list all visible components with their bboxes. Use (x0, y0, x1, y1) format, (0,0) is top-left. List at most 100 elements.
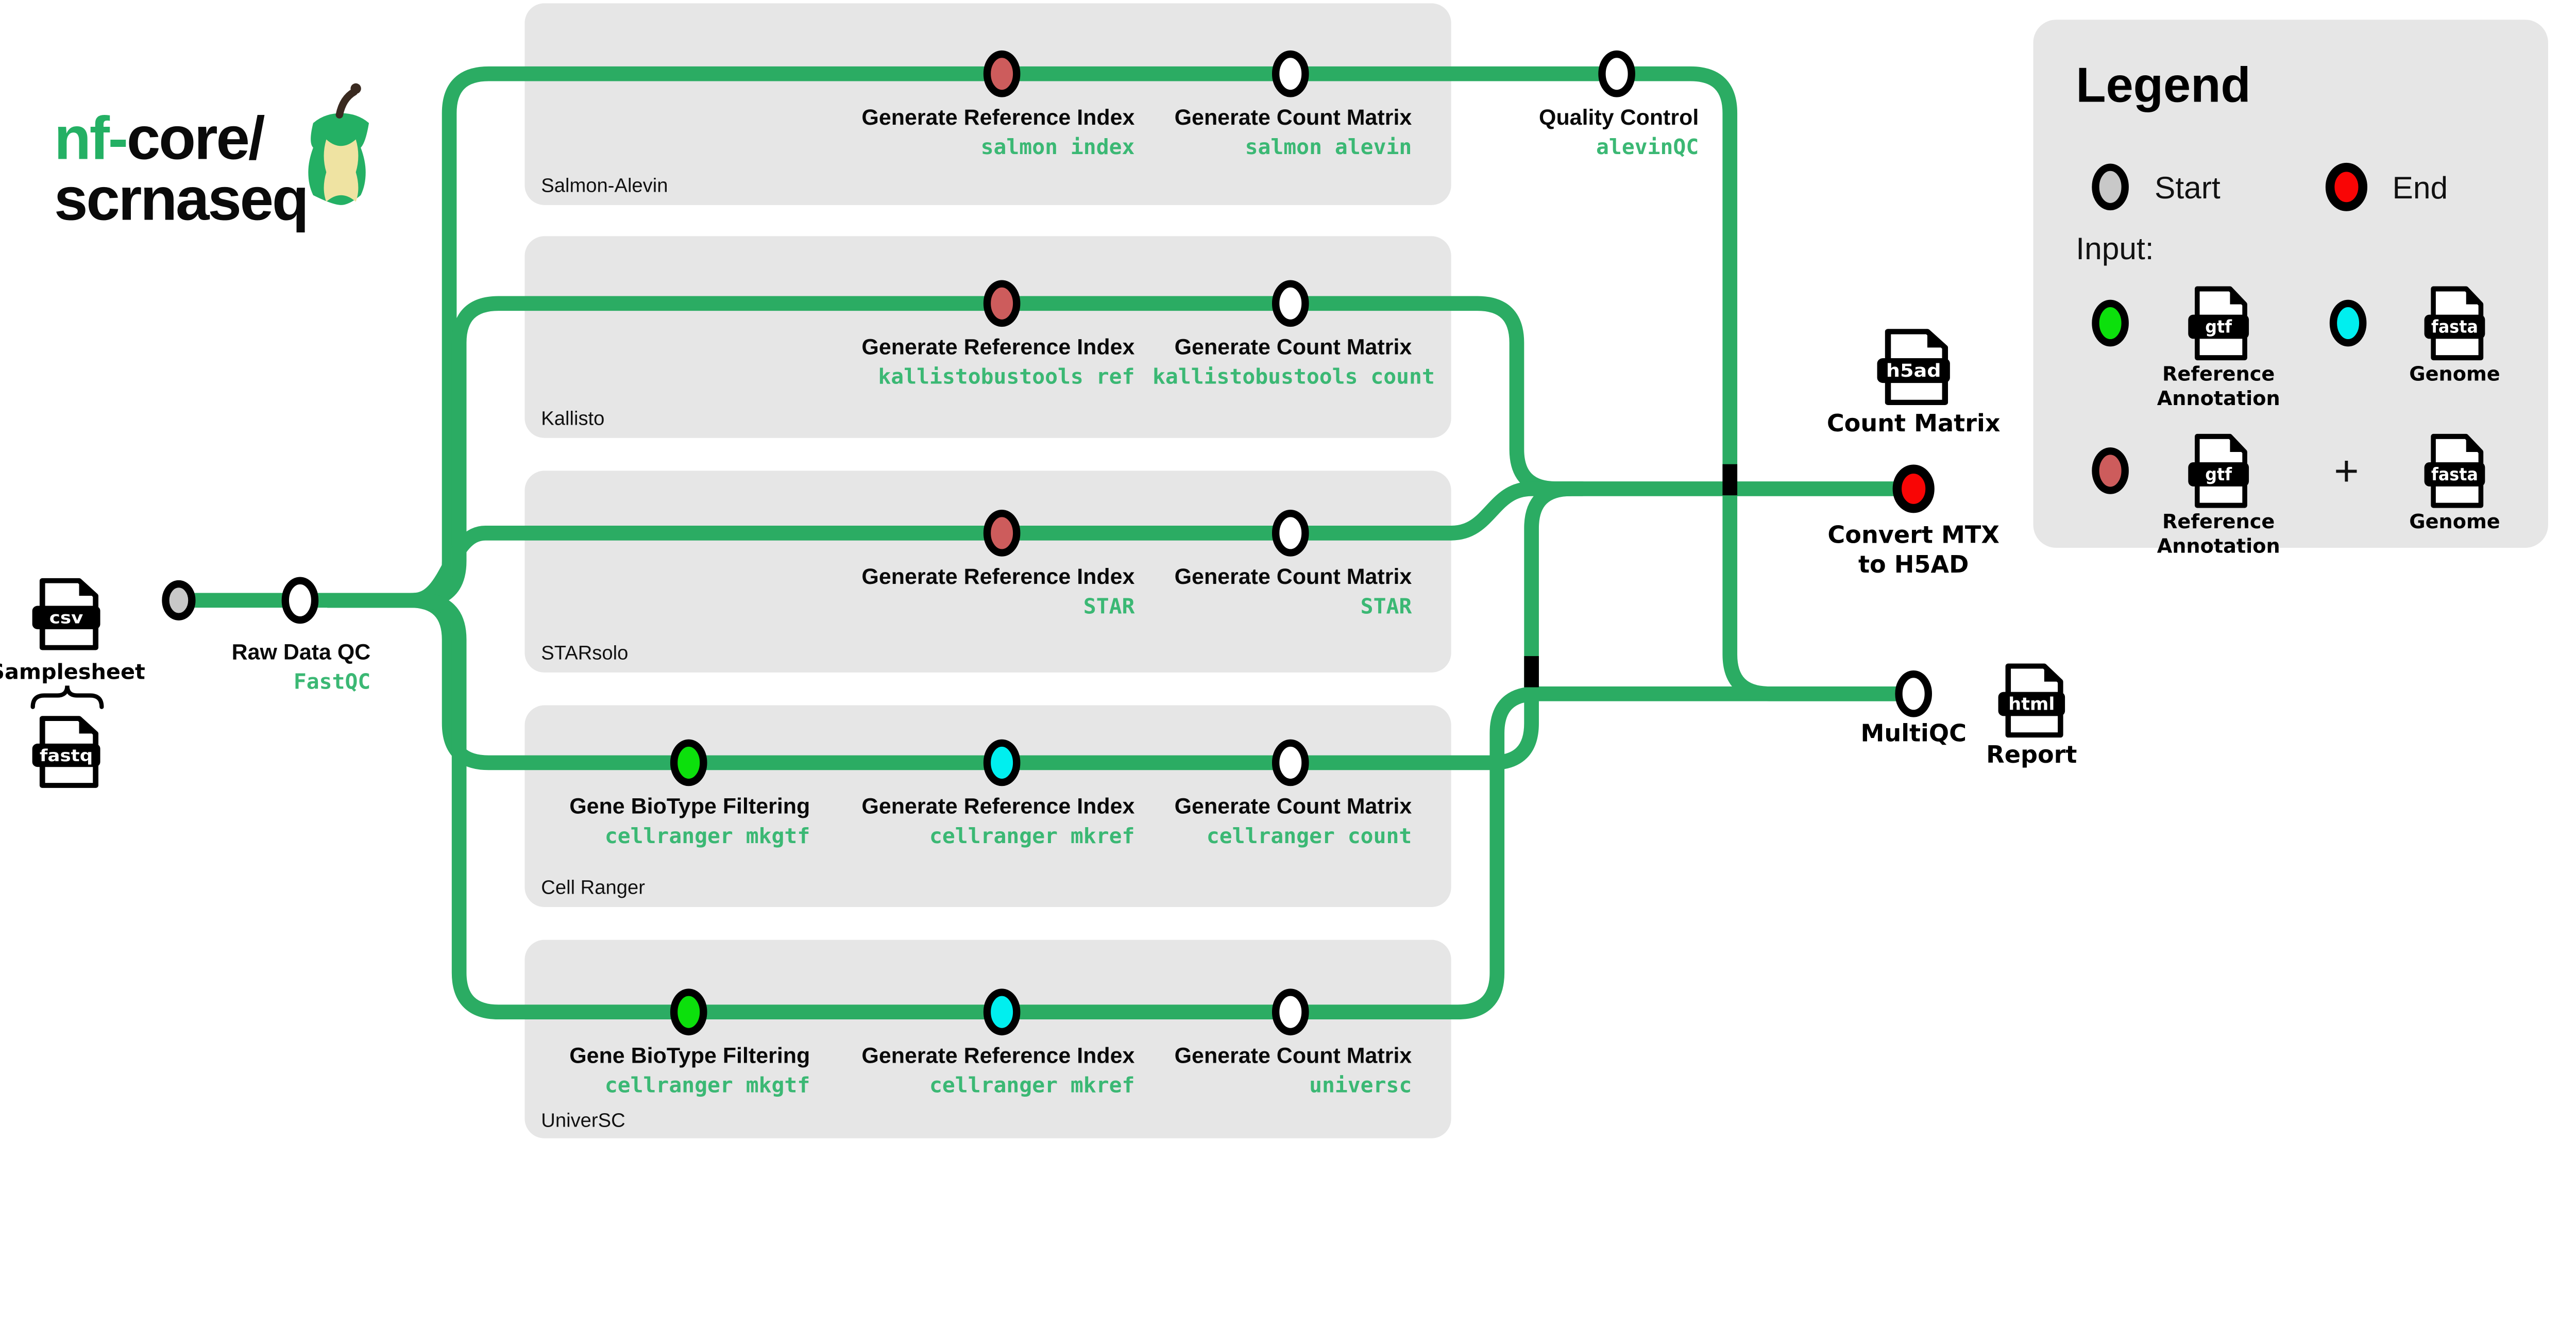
legend-cyan-node (2329, 299, 2367, 347)
lane-cell-ranger: Gene BioType Filtering cellranger mkgtf … (541, 739, 1412, 899)
cellranger-biotype-node (670, 739, 707, 786)
legend-genome-label: Genome (2409, 511, 2500, 533)
legend-ref-annotation-line1: Reference (2162, 363, 2275, 385)
lane-box-salmon-alevin (524, 3, 1451, 205)
node-tool: salmon index (981, 135, 1135, 159)
raw-data-qc-node (281, 577, 319, 624)
universc-ref-index-node (983, 988, 1021, 1036)
quality-control-tool: alevinQC (1596, 135, 1699, 159)
apple-flesh (324, 139, 359, 202)
lane-name-label: Kallisto (541, 407, 604, 429)
legend-ref-annotation-line2: Annotation (2157, 388, 2280, 410)
node-tool: cellranger count (1207, 824, 1412, 848)
legend-title: Legend (2076, 58, 2250, 112)
quality-control-node (1598, 50, 1635, 97)
output-artifacts: h5ad Count Matrix Convert MTX to H5AD Mu… (1827, 329, 2077, 768)
gtf-badge-label: gtf (2205, 317, 2232, 337)
node-title: Generate Count Matrix (1175, 334, 1412, 359)
lane-box-kallisto (524, 236, 1451, 438)
fastq-badge-label: fastq (40, 746, 93, 765)
convert-mtx-label-line1: Convert MTX (1827, 521, 1999, 548)
legend-input-label: Input: (2076, 231, 2154, 266)
csv-file-icon: csv (32, 578, 100, 650)
lane-universc: Gene BioType Filtering cellranger mkgtf … (541, 988, 1412, 1132)
legend-green-node (2092, 299, 2129, 347)
lane-box-universc (524, 940, 1451, 1138)
line-universc (320, 593, 1903, 1020)
node-title: Generate Reference Index (861, 1043, 1134, 1068)
legend-ref-annotation-line2: Annotation (2157, 535, 2280, 558)
quality-control-label: Quality Control alevinQC (1539, 105, 1699, 159)
universc-biotype-node (670, 988, 707, 1036)
legend-box (2033, 20, 2548, 548)
universc-count-matrix-node (1272, 988, 1309, 1036)
node-title: Generate Count Matrix (1175, 794, 1412, 819)
node-tool: universc (1309, 1073, 1412, 1098)
kallisto-count-matrix-node (1272, 280, 1309, 327)
node-tool: kallistobustools ref (878, 364, 1134, 389)
html-file-icon: html (1998, 663, 2065, 738)
legend-end-node (2325, 162, 2368, 211)
legend: Legend Start End Input: gtf Reference An… (2033, 20, 2548, 558)
lane-salmon-alevin: Generate Reference Index salmon index Ge… (541, 50, 1412, 196)
node-title: Generate Count Matrix (1175, 564, 1412, 589)
count-matrix-label: Count Matrix (1827, 409, 2001, 437)
starsolo-ref-index-node (983, 510, 1021, 557)
node-tool: kallistobustools count (1153, 364, 1435, 389)
lane-box-starsolo (524, 471, 1451, 673)
plus-sign: + (2334, 447, 2359, 495)
node-title: Generate Reference Index (861, 105, 1134, 130)
salmon-ref-index-node (983, 50, 1021, 97)
legend-start-label: Start (2155, 170, 2221, 205)
fastq-file-icon: fastq (32, 716, 100, 788)
legend-end-label: End (2393, 170, 2448, 205)
convert-mtx-label-line2: to H5AD (1858, 550, 1969, 578)
fasta-file-icon: fasta (2424, 286, 2485, 361)
node-tool: cellranger mkref (929, 1073, 1134, 1098)
multiqc-label: MultiQC (1860, 719, 1966, 747)
apple-stem-tip (350, 83, 361, 94)
node-title: Generate Count Matrix (1175, 105, 1412, 130)
raw-data-qc-tool: FastQC (294, 669, 370, 694)
crossing-tick-multiqc-bus (1524, 656, 1539, 687)
fasta-file-icon: fasta (2424, 433, 2485, 508)
legend-indianred-node (2092, 447, 2129, 494)
node-title: Gene BioType Filtering (569, 794, 810, 819)
gtf-file-icon: gtf (2188, 433, 2249, 508)
node-tool: salmon alevin (1245, 135, 1412, 159)
lane-name-label: STARsolo (541, 642, 628, 664)
logo-line2: scrnaseq (54, 164, 308, 232)
legend-ref-annotation-line1: Reference (2162, 511, 2275, 533)
salmon-count-matrix-node (1272, 50, 1309, 97)
logo-nf-core-green: nf- (54, 104, 127, 172)
node-title: Generate Reference Index (861, 334, 1134, 359)
report-label: Report (1986, 741, 2077, 768)
lane-starsolo: Generate Reference Index STAR Generate C… (541, 510, 1412, 664)
node-title: Generate Reference Index (861, 564, 1134, 589)
lane-name-label: Cell Ranger (541, 877, 645, 899)
raw-data-qc-title: Raw Data QC (232, 640, 371, 664)
starsolo-count-matrix-node (1272, 510, 1309, 557)
node-title: Generate Count Matrix (1175, 1043, 1412, 1068)
node-title: Generate Reference Index (861, 794, 1134, 819)
quality-control-title: Quality Control (1539, 105, 1699, 130)
lane-kallisto: Generate Reference Index kallistobustool… (541, 280, 1435, 429)
curly-brace-icon (30, 685, 104, 709)
scrnaseq-pipeline-diagram: nf-core/ scrnaseq csv Samplesheet fastq … (0, 3, 2548, 1138)
logo-line1: nf-core/ (54, 104, 265, 172)
h5ad-badge-label: h5ad (1886, 360, 1941, 381)
h5ad-file-icon: h5ad (1877, 329, 1950, 406)
lane-name-label: Salmon-Alevin (541, 174, 668, 196)
legend-genome-label: Genome (2409, 363, 2500, 385)
input-artifacts: csv Samplesheet fastq (0, 578, 145, 788)
node-tool: STAR (1361, 594, 1412, 618)
start-node (162, 580, 196, 620)
node-tool: cellranger mkref (929, 824, 1134, 848)
line-starsolo (320, 481, 1590, 608)
legend-start-node (2092, 163, 2129, 211)
raw-data-qc-label: Raw Data QC FastQC (232, 640, 371, 694)
node-title: Gene BioType Filtering (569, 1043, 810, 1068)
node-tool: cellranger mkgtf (605, 1073, 810, 1098)
gtf-file-icon: gtf (2188, 286, 2249, 361)
apple-stem (335, 88, 358, 119)
